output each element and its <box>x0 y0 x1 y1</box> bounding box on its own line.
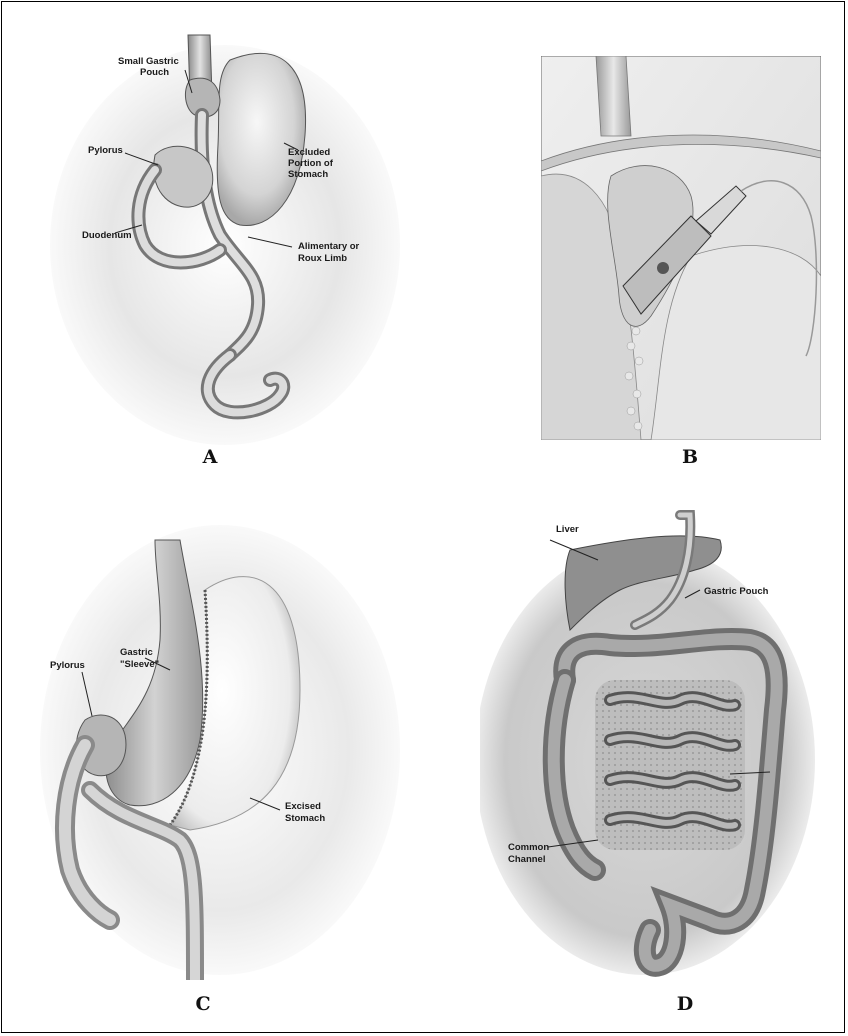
annotation-excluded-1: Excluded <box>288 147 330 158</box>
annotation-common-1: Common <box>508 842 549 853</box>
panel-b-illustration <box>541 56 821 440</box>
annotation-excluded-3: Stomach <box>288 169 328 180</box>
panel-b-label: B <box>670 446 710 468</box>
esophagus <box>596 56 631 136</box>
panel-d: Liver Gastric Pouch Common Channel <box>480 510 820 980</box>
annotation-gastric-pouch: Gastric Pouch <box>704 586 769 597</box>
panel-a-label: A <box>190 446 230 468</box>
panel-d-illustration: Liver Gastric Pouch Common Channel <box>480 510 820 980</box>
annotation-gastric-1: Gastric <box>120 647 153 658</box>
annotation-small-gastric-pouch-2: Pouch <box>140 67 169 78</box>
panel-c: Gastric "Sleeve" Pylorus Excised Stomach <box>30 520 410 980</box>
panel-d-label: D <box>665 993 705 1015</box>
annotation-excised-1: Excised <box>285 801 321 812</box>
annotation-limb-2: Roux Limb <box>298 253 347 264</box>
panel-c-label: C <box>183 993 223 1015</box>
annotation-pylorus: Pylorus <box>50 660 85 671</box>
annotation-excluded-2: Portion of <box>288 158 334 169</box>
annotation-common-2: Channel <box>508 854 545 865</box>
annotation-gastric-2: "Sleeve" <box>120 659 159 670</box>
panel-a-illustration: Small Gastric Pouch Pylorus Excluded Por… <box>30 25 410 445</box>
annotation-limb-1: Alimentary or <box>298 241 360 252</box>
annotation-small-gastric-pouch-1: Small Gastric <box>118 56 179 67</box>
annotation-excised-2: Stomach <box>285 813 325 824</box>
annotation-pylorus: Pylorus <box>88 145 123 156</box>
annotation-duodenum: Duodenum <box>82 230 132 241</box>
panel-b <box>541 56 821 440</box>
annotation-liver: Liver <box>556 524 579 535</box>
panel-c-illustration: Gastric "Sleeve" Pylorus Excised Stomach <box>30 520 410 980</box>
band-buckle <box>657 262 669 274</box>
panel-a: Small Gastric Pouch Pylorus Excluded Por… <box>30 25 410 445</box>
